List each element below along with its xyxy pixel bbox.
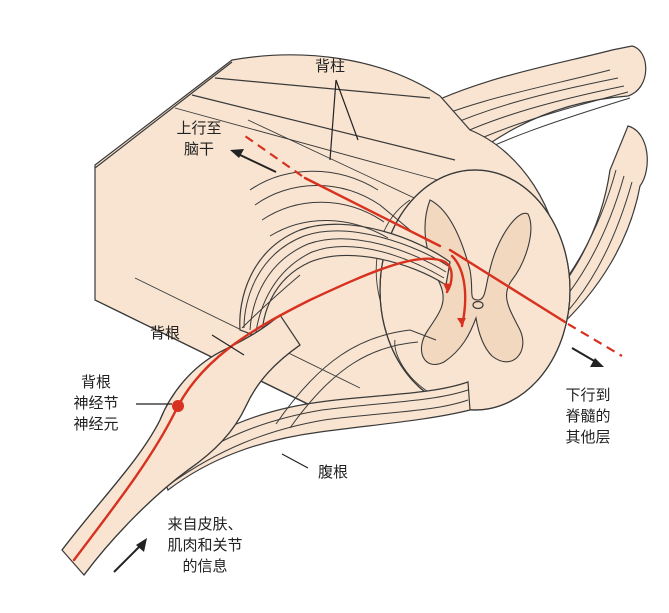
label-descending-other-levels: 下行到 脊髓的 其他层 <box>565 386 611 446</box>
label-ventral-root: 腹根 <box>317 463 348 481</box>
spinal-cord-cross-section <box>375 169 571 411</box>
dorsal-root <box>239 170 451 339</box>
neuron-cell-body-icon <box>172 400 184 412</box>
arrow-up-right-icon <box>113 538 147 573</box>
label-input-from-skin-muscle-joints: 来自皮肤、 肌肉和关节 的信息 <box>167 515 243 575</box>
label-dorsal-root-ganglion-neuron: 背根 神经节 神经元 <box>73 373 119 433</box>
leader-lines <box>136 79 359 469</box>
arrow-down-right-icon <box>571 347 604 367</box>
label-dorsal-column: 背柱 <box>314 57 345 75</box>
label-dorsal-root: 背根 <box>149 324 180 342</box>
spinal-nerve-trunk <box>61 314 301 576</box>
arrow-up-left-icon <box>230 149 277 173</box>
label-ascending-to-brainstem: 上行至 脑干 <box>176 119 222 158</box>
sensory-pathway <box>72 135 623 562</box>
